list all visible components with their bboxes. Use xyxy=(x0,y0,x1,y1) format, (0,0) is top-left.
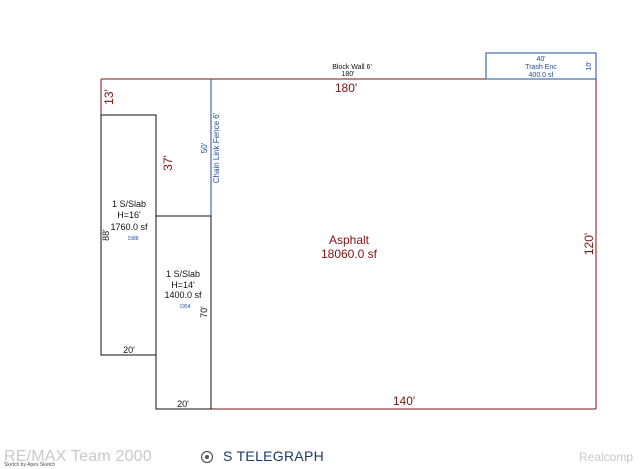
building-b-area: 1400.0 sf xyxy=(164,290,202,300)
building-a-height: H=16' xyxy=(117,210,141,220)
sketch-credit: Sketch by Apex Sketch xyxy=(4,462,56,468)
left-top-dimension: 13' xyxy=(102,89,116,105)
trash-name-label: Trash Enc xyxy=(525,64,557,71)
top-length-label: 180' xyxy=(335,81,357,95)
building-b-width: 20' xyxy=(177,399,189,409)
trash-area-label: 400.0 sf xyxy=(529,72,554,79)
building-b-outline xyxy=(155,215,212,410)
asphalt-name: Asphalt xyxy=(329,233,370,247)
building-b-height: H=14' xyxy=(171,280,195,290)
building-b-year: 1954 xyxy=(179,304,190,310)
asphalt-area: 18060.0 sf xyxy=(321,247,378,261)
trash-enclosure-outline xyxy=(485,52,597,80)
building-b-name: 1 S/Slab xyxy=(166,269,200,279)
building-b-depth: 70' xyxy=(199,306,209,318)
location-pin-icon xyxy=(200,450,214,464)
fence-name-label: Chain Link Fence 6' xyxy=(212,112,221,183)
fence-length-label: 50' xyxy=(200,142,209,153)
right-length-label: 120' xyxy=(582,233,596,255)
building-a-name: 1 S/Slab xyxy=(112,199,146,209)
street-name: S TELEGRAPH xyxy=(223,448,325,464)
building-a-year: 1988 xyxy=(127,236,138,242)
mid-upper-dimension: 37' xyxy=(161,155,175,171)
block-wall-length: 180' xyxy=(341,71,354,78)
building-a-width: 20' xyxy=(123,345,135,355)
block-wall-label: Block Wall 6' xyxy=(332,64,372,71)
brand-watermark: RE/MAX Team 2000 xyxy=(4,448,152,465)
trash-depth-label: 10' xyxy=(586,61,593,70)
trash-width-label: 40' xyxy=(536,56,545,63)
realcomp-watermark: Realcomp xyxy=(579,450,634,464)
building-a-depth: 88' xyxy=(101,229,111,241)
footer-bar: RE/MAX Team 2000 Sketch by Apex Sketch S… xyxy=(0,446,640,469)
bottom-length-label: 140' xyxy=(393,394,415,408)
building-a-area: 1760.0 sf xyxy=(110,222,148,232)
